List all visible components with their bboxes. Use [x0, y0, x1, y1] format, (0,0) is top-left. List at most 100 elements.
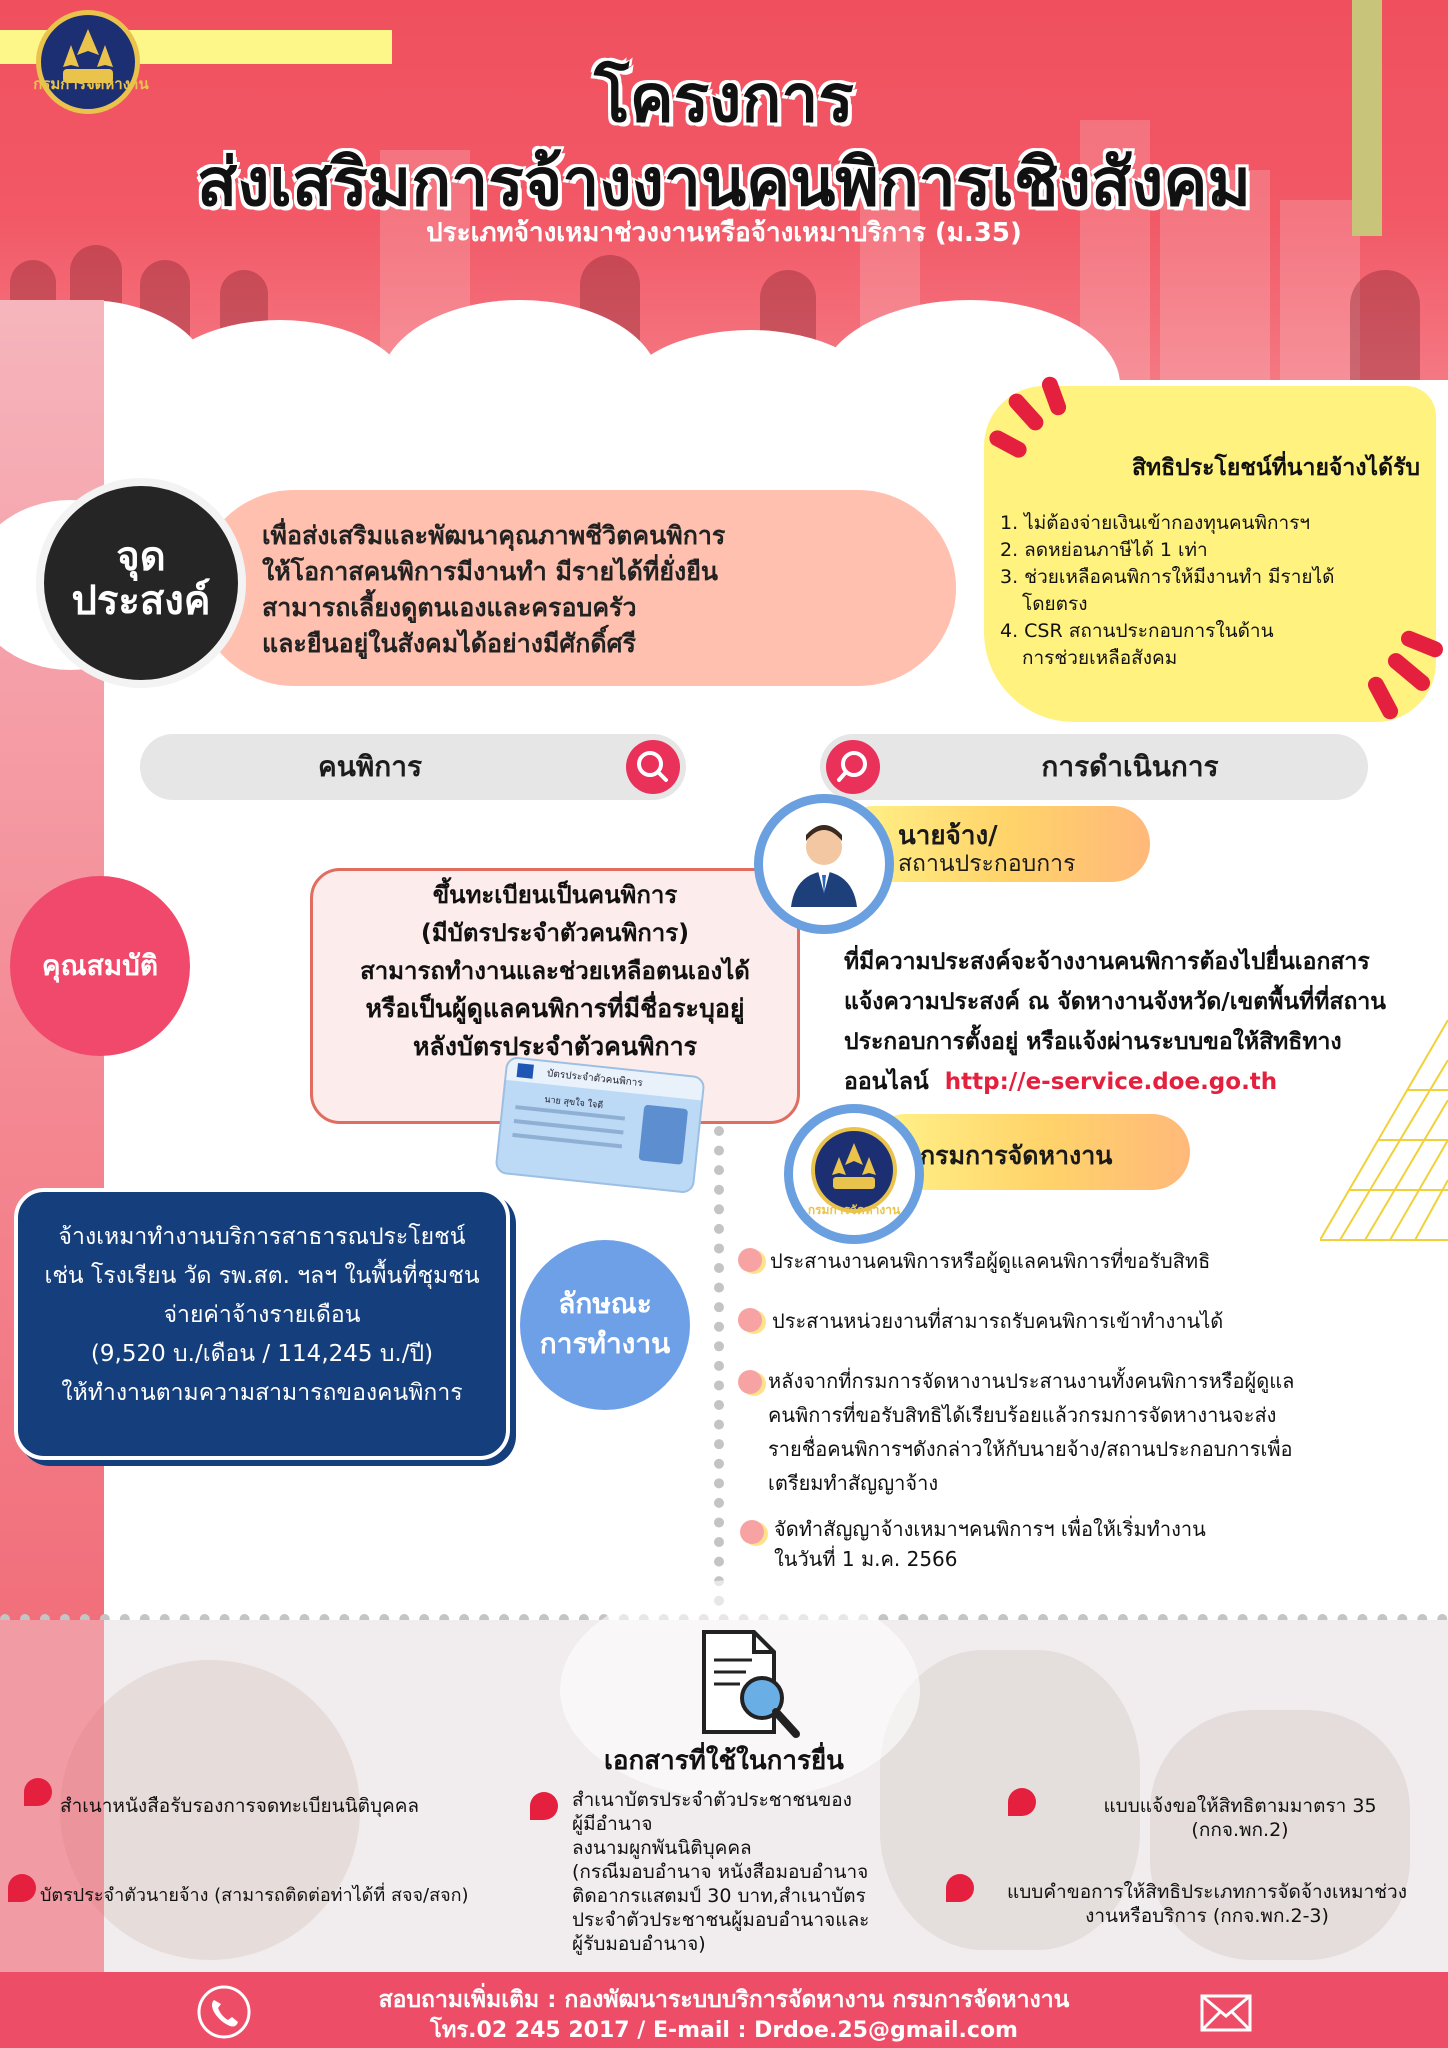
- building-decor: [1160, 170, 1270, 390]
- document-line: ผู้รับมอบอำนาจ): [572, 1933, 706, 1955]
- page-title-line2: ส่งเสริมการจ้างงานคนพิการเชิงสังคม: [196, 144, 1252, 221]
- document-item: สำเนาบัตรประจำตัวประชาชนของ ผู้มีอำนาจ ล…: [572, 1788, 952, 1956]
- document-line: แบบคำขอการให้สิทธิประเภทการจัดจ้างเหมาช่…: [1006, 1881, 1408, 1903]
- document-item: แบบแจ้งขอให้สิทธิตามมาตรา 35 (กกจ.พก.2): [1040, 1794, 1440, 1842]
- section-header-disabled: คนพิการ: [140, 734, 686, 800]
- building-decor: [1280, 200, 1360, 390]
- employer-line: แจ้งความประสงค์ ณ จัดหางานจังหวัด/เขตพื้…: [844, 989, 1387, 1015]
- document-bullet: [530, 1792, 558, 1820]
- step-bullet: [740, 1520, 764, 1544]
- documents-title: เอกสารที่ใช้ในการยื่น: [604, 1746, 844, 1776]
- department-step: ประสานงานคนพิการหรือผู้ดูแลคนพิการที่ขอร…: [770, 1249, 1211, 1273]
- objective-line: ให้โอกาสคนพิการมีงานทำ มีรายได้ที่ยั่งยื…: [262, 557, 718, 586]
- employer-line: ออนไลน์ http://e-service.doe.go.th: [844, 1062, 1414, 1102]
- department-label-pill: กรมการจัดหางาน: [868, 1114, 1190, 1190]
- photo-backdrop: [1150, 1710, 1410, 1960]
- footer-contact-line1: สอบถามเพิ่มเติม : กองพัฒนาระบบบริการจัดห…: [378, 1987, 1070, 2013]
- qualification-line: (มีบัตรประจำตัวคนพิการ): [420, 919, 690, 947]
- work-badge-line1: ลักษณะ: [558, 1287, 652, 1320]
- document-search-icon: [702, 1630, 800, 1738]
- step-bullet: [738, 1248, 762, 1272]
- section-label-operation: การดำเนินการ: [1041, 750, 1219, 783]
- step-line: ในวันที่ 1 ม.ค. 2566: [774, 1547, 958, 1571]
- qualification-badge: คุณสมบัติ: [10, 876, 190, 1056]
- step-bullet: [738, 1308, 762, 1332]
- person-photo-icon: [638, 1104, 689, 1165]
- logo-emblem-icon: [832, 1143, 876, 1189]
- employer-label-line1: นายจ้าง/: [898, 821, 998, 851]
- document-item: บัตรประจำตัวนายจ้าง (สามารถติดต่อท่าได้ท…: [40, 1885, 469, 1906]
- page-title-line1: โครงการ: [594, 60, 854, 137]
- card-line: [512, 1132, 623, 1149]
- work-line: จ่ายค่าจ้างรายเดือน: [163, 1302, 361, 1328]
- e-service-link[interactable]: http://e-service.doe.go.th: [944, 1069, 1278, 1095]
- objective-text: เพื่อส่งเสริมและพัฒนาคุณภาพชีวิตคนพิการ …: [262, 518, 942, 662]
- document-bullet: [946, 1874, 974, 1902]
- step-bullet: [738, 1370, 762, 1394]
- department-logo-badge: กรมการจัดหางาน: [784, 1104, 924, 1244]
- card-line: [513, 1118, 624, 1135]
- logo-emblem-icon: [63, 29, 113, 83]
- work-nature-text: จ้างเหมาทำงานบริการสาธารณประโยชน์ เช่น โ…: [24, 1218, 500, 1413]
- employer-avatar: [754, 794, 894, 934]
- document-line: สำเนาบัตรประจำตัวประชาชนของ: [572, 1789, 852, 1811]
- search-icon: [626, 740, 680, 794]
- employer-label-line2: สถานประกอบการ: [898, 851, 1076, 877]
- mail-icon: [1200, 1994, 1252, 2032]
- document-bullet: [24, 1778, 52, 1806]
- left-decor-band: [0, 1620, 104, 1972]
- document-item: สำเนาหนังสือรับรองการจดทะเบียนนิติบุคคล: [60, 1795, 420, 1817]
- department-step: จัดทำสัญญาจ้างเหมาฯคนพิการฯ เพื่อให้เริ่…: [774, 1514, 1434, 1574]
- document-line: ประจำตัวประชาชนผู้มอบอำนาจและ: [572, 1909, 870, 1931]
- step-line: หลังจากที่กรมการจัดหางานประสานงานทั้งคนพ…: [768, 1369, 1295, 1393]
- disability-id-card-image: บัตรประจำตัวคนพิการ นาย สุขใจ ใจดี: [494, 1055, 706, 1195]
- benefits-panel: [984, 386, 1436, 722]
- qualification-line: สามารถทำงานและช่วยเหลือตนเองได้: [360, 957, 750, 985]
- objective-badge-line1: จุด: [116, 534, 166, 580]
- department-step: หลังจากที่กรมการจัดหางานประสานงานทั้งคนพ…: [768, 1364, 1428, 1500]
- document-line: งานหรือบริการ (กกจ.พก.2-3): [1085, 1905, 1329, 1927]
- objective-panel: [196, 490, 956, 686]
- department-step: ประสานหน่วยงานที่สามารถรับคนพิการเข้าทำง…: [772, 1309, 1224, 1333]
- department-label: กรมการจัดหางาน: [920, 1141, 1113, 1170]
- step-line: เตรียมทำสัญญาจ้าง: [768, 1471, 939, 1495]
- step-line: จัดทำสัญญาจ้างเหมาฯคนพิการฯ เพื่อให้เริ่…: [774, 1517, 1206, 1541]
- page-subtitle: ประเภทจ้างเหมาช่วงงานหรือจ้างเหมาบริการ …: [426, 218, 1022, 248]
- objective-line: และยืนอยู่ในสังคมได้อย่างมีศักดิ์ศรี: [262, 629, 636, 658]
- objective-badge-line2: ประสงค์: [71, 578, 211, 624]
- document-line: ติดอากรแสตมป์ 30 บาท,สำเนาบัตร: [572, 1885, 866, 1907]
- vertical-bar-decor: [1352, 0, 1382, 236]
- dotted-divider: [714, 1126, 724, 1606]
- work-line: เช่น โรงเรียน วัด รพ.สต. ฯลฯ ในพื้นที่ชุ…: [44, 1263, 480, 1289]
- work-nature-badge: ลักษณะ การทำงาน: [520, 1240, 690, 1410]
- benefits-list: 1. ไม่ต้องจ่ายเงินเข้ากองทุนคนพิการฯ 2. …: [1000, 510, 1430, 672]
- section-header-operation: การดำเนินการ: [820, 734, 1368, 800]
- document-item: แบบคำขอการให้สิทธิประเภทการจัดจ้างเหมาช่…: [972, 1880, 1442, 1928]
- qualification-line: ขึ้นทะเบียนเป็นคนพิการ: [432, 881, 678, 909]
- objective-badge: จุด ประสงค์: [36, 478, 246, 688]
- step-line: คนพิการที่ขอรับสิทธิได้เรียบร้อยแล้วกรมก…: [768, 1403, 1277, 1427]
- benefit-item: 4. CSR สถานประกอบการในด้าน: [1000, 620, 1274, 642]
- document-line: (กกจ.พก.2): [1191, 1819, 1289, 1841]
- benefits-title: สิทธิประโยชน์ที่นายจ้างได้รับ: [1131, 455, 1420, 481]
- department-logo-caption: กรมการจัดหางาน: [807, 1203, 901, 1217]
- objective-line: เพื่อส่งเสริมและพัฒนาคุณภาพชีวิตคนพิการ: [262, 521, 726, 550]
- document-line: (กรณีมอบอำนาจ หนังสือมอบอำนาจ: [572, 1861, 869, 1883]
- employer-description: ที่มีความประสงค์จะจ้างงานคนพิการต้องไปยื…: [844, 942, 1414, 1102]
- people-silhouette: [1350, 270, 1420, 390]
- employer-last-line: ออนไลน์: [844, 1069, 929, 1095]
- flag-icon: [516, 1063, 534, 1079]
- benefit-item: 1. ไม่ต้องจ่ายเงินเข้ากองทุนคนพิการฯ: [1000, 512, 1311, 534]
- document-line: แบบแจ้งขอให้สิทธิตามมาตรา 35: [1103, 1795, 1377, 1817]
- qualification-text: ขึ้นทะเบียนเป็นคนพิการ (มีบัตรประจำตัวคน…: [320, 876, 790, 1066]
- work-line: (9,520 บ./เดือน / 114,245 บ./ปี): [90, 1341, 434, 1367]
- benefit-item: 2. ลดหย่อนภาษีได้ 1 เท่า: [1000, 539, 1208, 561]
- grid-decor: [1320, 1019, 1448, 1241]
- benefit-item: 3. ช่วยเหลือคนพิการให้มีงานทำ มีรายได้: [1000, 566, 1335, 588]
- objective-line: สามารถเลี้ยงดูตนเองและครอบครัว: [262, 593, 637, 622]
- department-emblem: [811, 1127, 897, 1213]
- footer-contact-line2: โทร.02 245 2017 / E-mail : Drdoe.25@gmai…: [430, 2018, 1018, 2043]
- section-label-disabled: คนพิการ: [317, 750, 423, 783]
- document-bullet: [8, 1874, 36, 1902]
- document-bullet: [1008, 1788, 1036, 1816]
